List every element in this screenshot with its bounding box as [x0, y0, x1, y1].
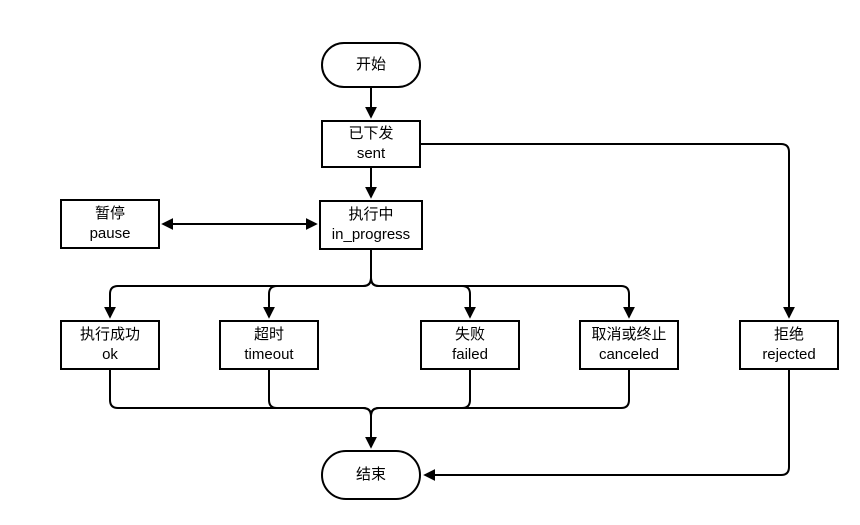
node-pause-label-en: pause — [89, 225, 131, 242]
edge-inprogress-timeout — [263, 250, 372, 319]
node-pause: 暂停 pause — [60, 199, 160, 249]
node-in-progress-label-en: in_progress — [331, 226, 411, 243]
node-in-progress: 执行中 in_progress — [319, 200, 423, 250]
node-ok-label-en: ok — [102, 346, 118, 363]
edge-canceled-end — [370, 370, 630, 417]
node-failed-label-zh: 失败 — [454, 326, 485, 343]
node-start: 开始 — [321, 42, 421, 88]
node-timeout-label-zh: 超时 — [253, 326, 284, 343]
edge-inprogress-failed — [370, 250, 476, 319]
edge-failed-end — [370, 370, 471, 417]
node-rejected: 拒绝 rejected — [739, 320, 839, 370]
node-timeout: 超时 timeout — [219, 320, 319, 370]
node-start-label: 开始 — [355, 56, 386, 73]
node-failed-label-en: failed — [452, 346, 488, 363]
node-ok: 执行成功 ok — [60, 320, 160, 370]
node-canceled: 取消或终止 canceled — [579, 320, 679, 370]
edge-ok-end — [109, 370, 372, 417]
edge-rejected-end — [423, 370, 790, 481]
node-sent: 已下发 sent — [321, 120, 421, 168]
node-failed: 失败 failed — [420, 320, 520, 370]
node-end: 结束 — [321, 450, 421, 500]
node-rejected-label-en: rejected — [762, 346, 816, 363]
node-canceled-label-en: canceled — [598, 346, 660, 363]
node-sent-label-en: sent — [356, 145, 386, 162]
edge-inprogress-canceled — [370, 250, 635, 319]
node-timeout-label-en: timeout — [244, 346, 294, 363]
node-canceled-label-zh: 取消或终止 — [591, 326, 667, 343]
node-ok-label-zh: 执行成功 — [79, 326, 140, 343]
node-end-label: 结束 — [355, 466, 386, 483]
node-in-progress-label-zh: 执行中 — [348, 206, 394, 223]
edge-timeout-end — [268, 370, 372, 417]
node-rejected-label-zh: 拒绝 — [773, 326, 804, 343]
edge-inprogress-ok — [104, 250, 372, 319]
edge-sent-rejected — [421, 143, 795, 319]
node-sent-label-zh: 已下发 — [348, 125, 394, 142]
node-pause-label-zh: 暂停 — [94, 205, 125, 222]
